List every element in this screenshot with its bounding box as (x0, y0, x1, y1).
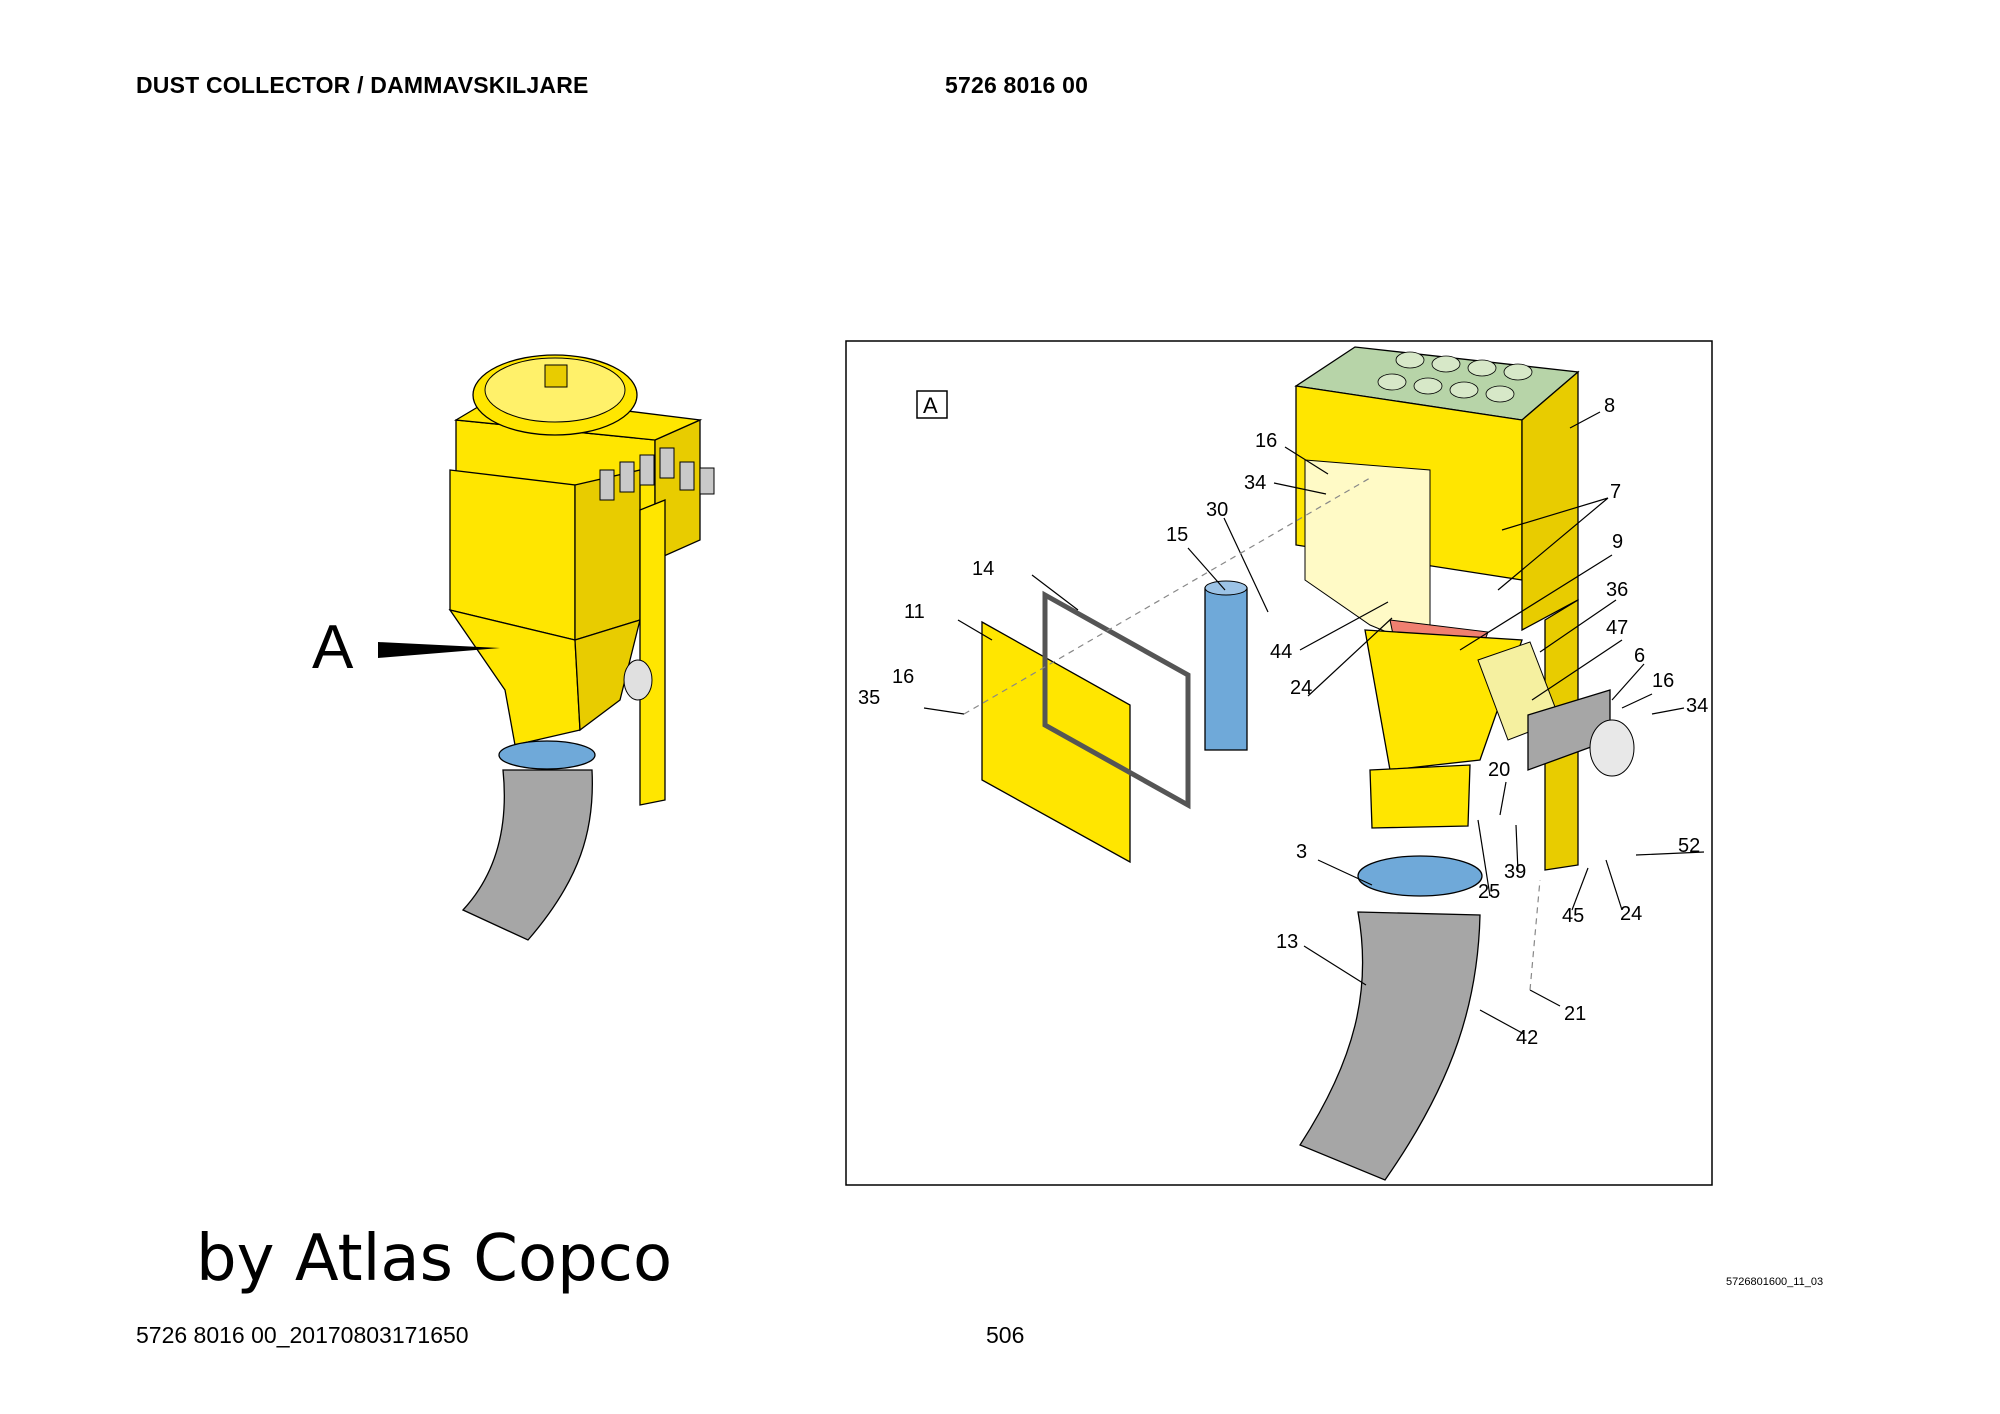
callout-6: 6 (1634, 645, 1645, 667)
callout-36: 36 (1606, 579, 1628, 601)
callout-7: 7 (1610, 481, 1621, 503)
detail-filter-cartridge (1204, 580, 1248, 751)
callout-24: 24 (1290, 677, 1312, 699)
detail-door-gasket (1042, 590, 1191, 810)
callout-34: 34 (1686, 695, 1708, 717)
callout-34: 34 (1244, 472, 1266, 494)
overview-view-label: A (312, 613, 354, 682)
callout-35: 35 (858, 687, 880, 709)
callout-3: 3 (1296, 841, 1307, 863)
callout-45: 45 (1562, 905, 1584, 927)
callout-8: 8 (1604, 395, 1615, 417)
callout-13: 13 (1276, 931, 1298, 953)
part-number: 5726 8016 00 (945, 72, 1089, 98)
callout-24: 24 (1620, 903, 1642, 925)
callout-11: 11 (904, 601, 925, 623)
detail-view-label: A (923, 393, 938, 418)
callout-30: 30 (1206, 499, 1228, 521)
callout-44: 44 (1270, 641, 1292, 663)
footer-page-number: 506 (986, 1322, 1025, 1348)
detail-door (981, 620, 1131, 864)
callout-labels: 8 16 34 7 30 15 9 14 36 11 47 44 6 16 16… (858, 395, 1708, 1049)
callout-25: 25 (1478, 881, 1500, 903)
detail-cabinet (1294, 346, 1635, 871)
detail-hose-clamp (1357, 855, 1483, 897)
callout-9: 9 (1612, 531, 1623, 553)
brand-text: by Atlas Copco (196, 1222, 673, 1296)
detail-view-frame (845, 340, 1713, 1186)
callout-14: 14 (972, 558, 994, 580)
callout-16: 16 (1652, 670, 1674, 692)
detail-view-label-box (916, 390, 948, 419)
callout-16: 16 (892, 666, 914, 688)
callout-42: 42 (1516, 1027, 1538, 1049)
callout-15: 15 (1166, 524, 1188, 546)
callout-20: 20 (1488, 759, 1510, 781)
overview-dust-collector (378, 354, 715, 941)
callout-52: 52 (1678, 835, 1700, 857)
callout-47: 47 (1606, 617, 1628, 639)
callout-39: 39 (1504, 861, 1526, 883)
document-title: DUST COLLECTOR / DAMMAVSKILJARE (136, 72, 589, 98)
callout-21: 21 (1564, 1003, 1586, 1025)
callout-leader-lines (923, 411, 1705, 1035)
detail-hose (1299, 911, 1481, 1181)
callout-16: 16 (1255, 430, 1277, 452)
drawing-reference: 5726801600_11_03 (1726, 1276, 1824, 1288)
footer-document-id: 5726 8016 00_20170803171650 (136, 1322, 469, 1348)
